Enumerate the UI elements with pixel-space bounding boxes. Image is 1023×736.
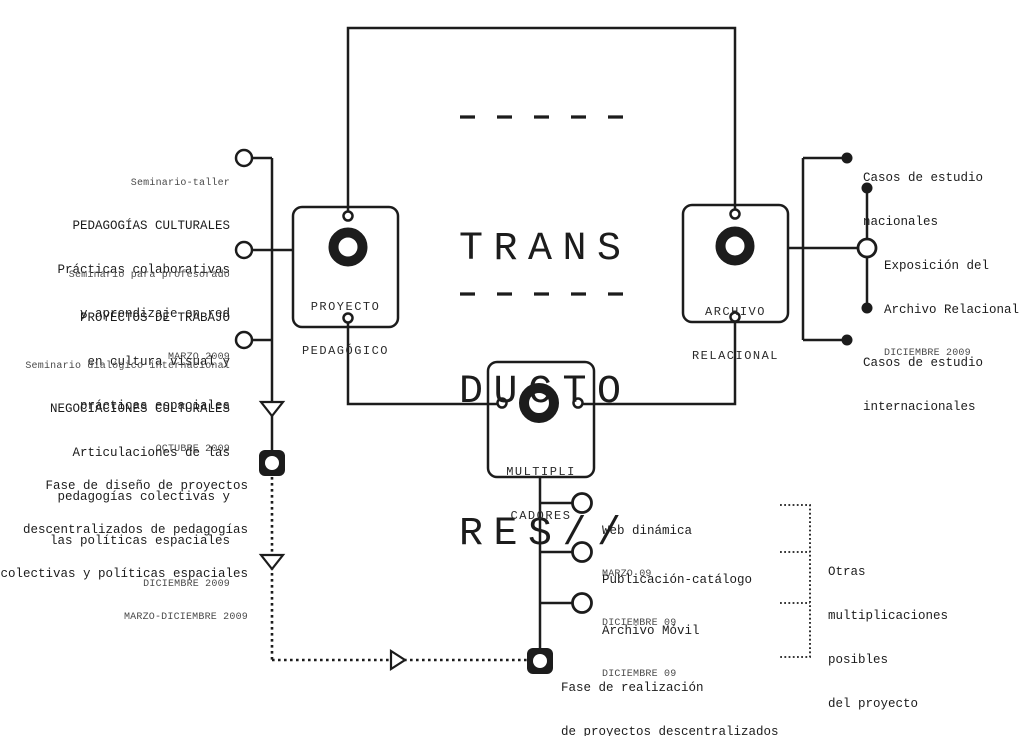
- multiplicadores-label: MULTIPLI CADORES: [506, 465, 576, 523]
- casos-estudio-nacionales-label: Casos de estudio nacionales: [863, 171, 984, 229]
- archivo-ring-icon: [715, 226, 755, 266]
- bracket-other-multiplications: [780, 504, 811, 658]
- seminar-block-proyectos-de-trabajo: Seminario para profesorado PROYECTOS DE …: [68, 270, 230, 455]
- dot-nacionales: [841, 152, 853, 164]
- circle-seminar-2: [234, 240, 254, 260]
- node-exposicion-circle: [856, 237, 878, 259]
- dot-exposicion-top: [861, 182, 873, 194]
- archivo-port-top: [729, 208, 741, 220]
- exposicion-archivo-relacional-label: Exposición del Archivo Relacional DICIEM…: [884, 259, 1020, 359]
- node-multiplicadores: [486, 360, 596, 479]
- multiplicadores-port-right: [572, 397, 584, 409]
- node-realization-phase-square: [527, 648, 553, 674]
- archivo-relacional-label: ARCHIVO RELACIONAL: [691, 305, 779, 363]
- realization-phase-block: Fase de realización de proyectos descent…: [561, 681, 779, 736]
- title-line-2: DUCTO: [459, 369, 632, 415]
- proyecto-port-top: [342, 210, 354, 222]
- connector-proyecto-to-multiplicadores: [346, 318, 497, 406]
- arrow-down-dotted: [258, 553, 286, 571]
- dot-exposicion-bottom: [861, 302, 873, 314]
- node-proyecto-pedagogico: [291, 205, 400, 329]
- title-line-1: TRANS: [459, 227, 632, 272]
- arrow-right-dotted: [389, 648, 408, 672]
- casos-estudio-internacionales-label: Casos de estudio internacionales: [863, 356, 984, 414]
- node-design-phase-square: [259, 450, 285, 476]
- circle-web-dinamica: [571, 492, 593, 514]
- circle-publicacion: [571, 541, 593, 563]
- multiplicadores-port-left: [496, 397, 508, 409]
- proyecto-pedagogico-label: PROYECTO PEDAGÓGICO: [301, 300, 389, 358]
- page-title: TRANS DUCTO RES//: [459, 131, 632, 654]
- multiplicadores-ring-icon: [519, 383, 559, 423]
- connector-archivo-outputs: [788, 152, 878, 346]
- arrow-down-solid: [258, 400, 286, 418]
- connector-multiplications: [538, 477, 593, 649]
- multiplication-item-publicacion-catalogo: Publicación-catálogo DICIEMBRE 09: [602, 573, 753, 629]
- circle-seminar-3: [234, 330, 254, 350]
- design-phase-block: Fase de diseño de proyectos descentraliz…: [0, 479, 248, 623]
- dot-internacionales: [841, 334, 853, 346]
- circle-seminar-1: [234, 148, 254, 168]
- archivo-port-bottom: [729, 311, 741, 323]
- seminar-circles: [234, 148, 254, 350]
- other-multiplications-label: Otras multiplicaciones posibles del proy…: [828, 565, 949, 711]
- title-dash-rules: [460, 115, 623, 296]
- multiplication-item-archivo-movil: Archivo Móvil DICIEMBRE 09: [602, 624, 700, 680]
- title-line-3: RES//: [459, 512, 632, 557]
- proyecto-port-bottom: [342, 312, 354, 324]
- multiplication-item-web-dinamica: Web dinámica MARZO 09: [602, 524, 693, 580]
- connector-archivo-to-multiplicadores: [583, 317, 737, 406]
- proyecto-ring-icon: [328, 227, 368, 267]
- connector-top-bridge: [346, 26, 737, 212]
- node-archivo-relacional: [681, 203, 790, 324]
- circle-archivo-movil: [571, 592, 593, 614]
- seminar-block-negociaciones-culturales: Seminario dialógico internacional NEGOCI…: [25, 361, 230, 590]
- seminar-block-pedagogias-culturales: Seminario-taller PEDAGOGÍAS CULTURALES P…: [57, 178, 230, 363]
